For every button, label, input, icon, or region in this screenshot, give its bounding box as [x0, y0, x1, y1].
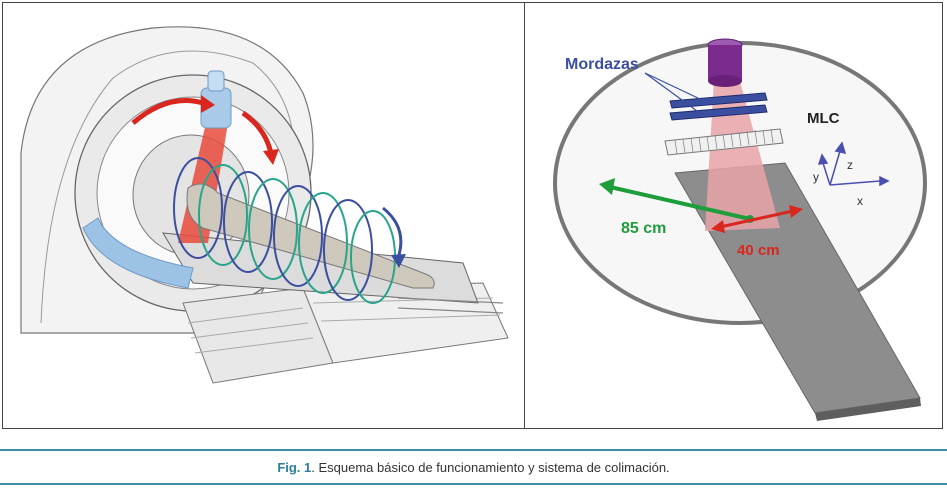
distance-40-label: 40 cm	[737, 242, 780, 259]
caption-label: Fig. 1	[277, 459, 312, 475]
mlc-leaves	[664, 128, 784, 156]
distance-85-label: 85 cm	[621, 220, 666, 237]
jaws-label: Mordazas	[565, 56, 639, 73]
axes-triad	[817, 141, 890, 187]
collimation-schematic: Mordazas MLC z y x 85 cm	[525, 3, 942, 428]
figure-frame: Mordazas MLC z y x 85 cm	[2, 2, 943, 429]
jaws-plates	[669, 92, 768, 121]
panel-divider	[524, 3, 525, 428]
axis-y-label: y	[813, 170, 819, 184]
caption-text: . Esquema básico de funcionamiento y sis…	[311, 459, 670, 475]
mlc-label: MLC	[807, 110, 840, 127]
axis-x-label: x	[857, 194, 863, 208]
figure-caption: Fig. 1. Esquema básico de funcionamiento…	[0, 449, 947, 485]
distance-arrow-40	[711, 205, 803, 233]
axis-z-label: z	[847, 158, 853, 172]
helical-gantry-illustration	[3, 3, 524, 428]
